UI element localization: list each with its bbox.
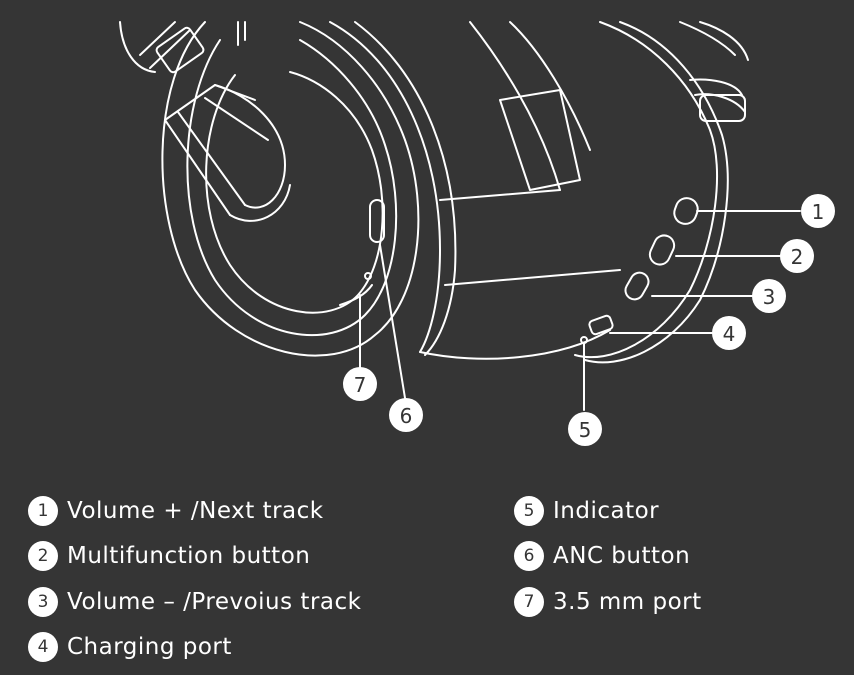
callout-number: 5 bbox=[579, 418, 592, 442]
callout-5: 5 bbox=[568, 412, 602, 446]
callout-number: 1 bbox=[812, 200, 825, 224]
callout-3: 3 bbox=[752, 279, 786, 313]
legend-badge: 7 bbox=[514, 586, 544, 617]
legend-item-multifunction: 2 Multifunction button bbox=[28, 534, 361, 580]
legend-item-indicator: 5 Indicator bbox=[514, 488, 702, 534]
legend-badge: 5 bbox=[514, 495, 544, 526]
right-earcup-drawing bbox=[329, 21, 729, 364]
leader-lines bbox=[359, 210, 801, 411]
callout-1: 1 bbox=[801, 194, 835, 228]
callout-2: 2 bbox=[780, 239, 814, 273]
callout-number: 4 bbox=[723, 322, 736, 346]
legend-right-column: 5 Indicator 6 ANC button 7 3.5 mm port bbox=[514, 488, 702, 625]
legend-label: Volume + /Next track bbox=[67, 497, 324, 524]
callout-number: 3 bbox=[763, 285, 776, 309]
legend-item-audio-port: 7 3.5 mm port bbox=[514, 579, 702, 625]
callout-number: 2 bbox=[791, 245, 804, 269]
callout-6: 6 bbox=[389, 398, 423, 432]
legend-item-volume-up: 1 Volume + /Next track bbox=[28, 488, 361, 534]
headphones-illustration: 1 2 3 4 5 6 7 bbox=[119, 21, 835, 446]
left-earcup-drawing bbox=[161, 21, 420, 357]
callout-number: 6 bbox=[400, 404, 413, 428]
callout-4: 4 bbox=[712, 316, 746, 350]
legend-item-volume-down: 3 Volume – /Prevoius track bbox=[28, 579, 361, 625]
legend-label: Volume – /Prevoius track bbox=[67, 588, 362, 615]
legend-item-anc-button: 6 ANC button bbox=[514, 534, 702, 580]
legend-badge: 4 bbox=[28, 632, 58, 663]
legend-left-column: 1 Volume + /Next track 2 Multifunction b… bbox=[28, 488, 361, 670]
legend-label: Indicator bbox=[553, 497, 660, 524]
legend-label: Multifunction button bbox=[67, 543, 311, 570]
headband-drawing bbox=[119, 21, 749, 122]
legend-label: ANC button bbox=[553, 543, 691, 570]
callout-number: 7 bbox=[354, 373, 367, 397]
legend-badge: 3 bbox=[28, 586, 58, 617]
legend-badge: 1 bbox=[28, 495, 58, 526]
legend-item-charging-port: 4 Charging port bbox=[28, 625, 361, 671]
legend-badge: 2 bbox=[28, 541, 58, 572]
callout-7: 7 bbox=[343, 367, 377, 401]
legend-label: 3.5 mm port bbox=[553, 588, 702, 615]
legend-badge: 6 bbox=[514, 541, 544, 572]
legend-label: Charging port bbox=[67, 634, 232, 661]
